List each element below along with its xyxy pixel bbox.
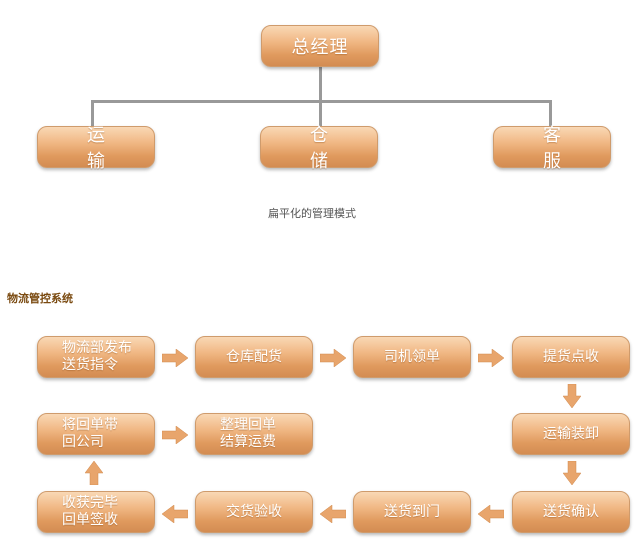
step-pickup-check: 提货点收 bbox=[512, 336, 630, 378]
step-return-receipt-line2: 回公司 bbox=[62, 434, 104, 450]
step-delivery-confirm: 送货确认 bbox=[512, 491, 630, 533]
arrow-right-icon bbox=[162, 426, 188, 444]
step-transport-load: 运输装卸 bbox=[512, 413, 630, 455]
step-publish-instructions: 物流部发布送货指令 bbox=[37, 336, 155, 378]
org-connector-root bbox=[319, 67, 322, 101]
arrow-right-icon bbox=[162, 349, 188, 367]
org-caption: 扁平化的管理模式 bbox=[268, 207, 356, 220]
arrow-down-icon bbox=[563, 384, 581, 408]
step-warehouse-dispatch: 仓库配货 bbox=[195, 336, 313, 378]
step-settle-fees-line1: 整理回单 bbox=[220, 417, 276, 433]
step-receipt-sign-line1: 收获完毕 bbox=[62, 495, 118, 511]
step-handover-inspect: 交货验收 bbox=[195, 491, 313, 533]
org-node-customer-service: 客 服 bbox=[493, 125, 611, 172]
arrow-down-icon bbox=[563, 461, 581, 485]
arrow-left-icon bbox=[320, 505, 346, 523]
org-node-warehouse: 仓 储 bbox=[260, 125, 378, 172]
flow-title: 物流管控系统 bbox=[7, 292, 73, 305]
step-return-receipt: 将回单带回公司 bbox=[37, 413, 155, 455]
step-receipt-sign: 收获完毕回单签收 bbox=[37, 491, 155, 533]
step-deliver-to-door: 送货到门 bbox=[353, 491, 471, 533]
step-publish-instructions-line2: 送货指令 bbox=[62, 357, 118, 373]
arrow-left-icon bbox=[478, 505, 504, 523]
step-settle-fees-line2: 结算运费 bbox=[220, 434, 276, 450]
step-receipt-sign-line2: 回单签收 bbox=[62, 512, 118, 528]
step-driver-collect: 司机领单 bbox=[353, 336, 471, 378]
org-node-transport: 运 输 bbox=[37, 125, 155, 172]
org-connector-center bbox=[319, 100, 322, 127]
org-node-general-manager: 总经理 bbox=[261, 25, 379, 67]
step-publish-instructions-line1: 物流部发布 bbox=[62, 340, 132, 356]
arrow-right-icon bbox=[320, 349, 346, 367]
step-settle-fees: 整理回单结算运费 bbox=[195, 413, 313, 455]
step-return-receipt-line1: 将回单带 bbox=[62, 417, 118, 433]
org-connector-left bbox=[91, 100, 94, 127]
org-connector-right bbox=[549, 100, 552, 127]
arrow-left-icon bbox=[162, 505, 188, 523]
arrow-up-icon bbox=[85, 461, 103, 485]
arrow-right-icon bbox=[478, 349, 504, 367]
